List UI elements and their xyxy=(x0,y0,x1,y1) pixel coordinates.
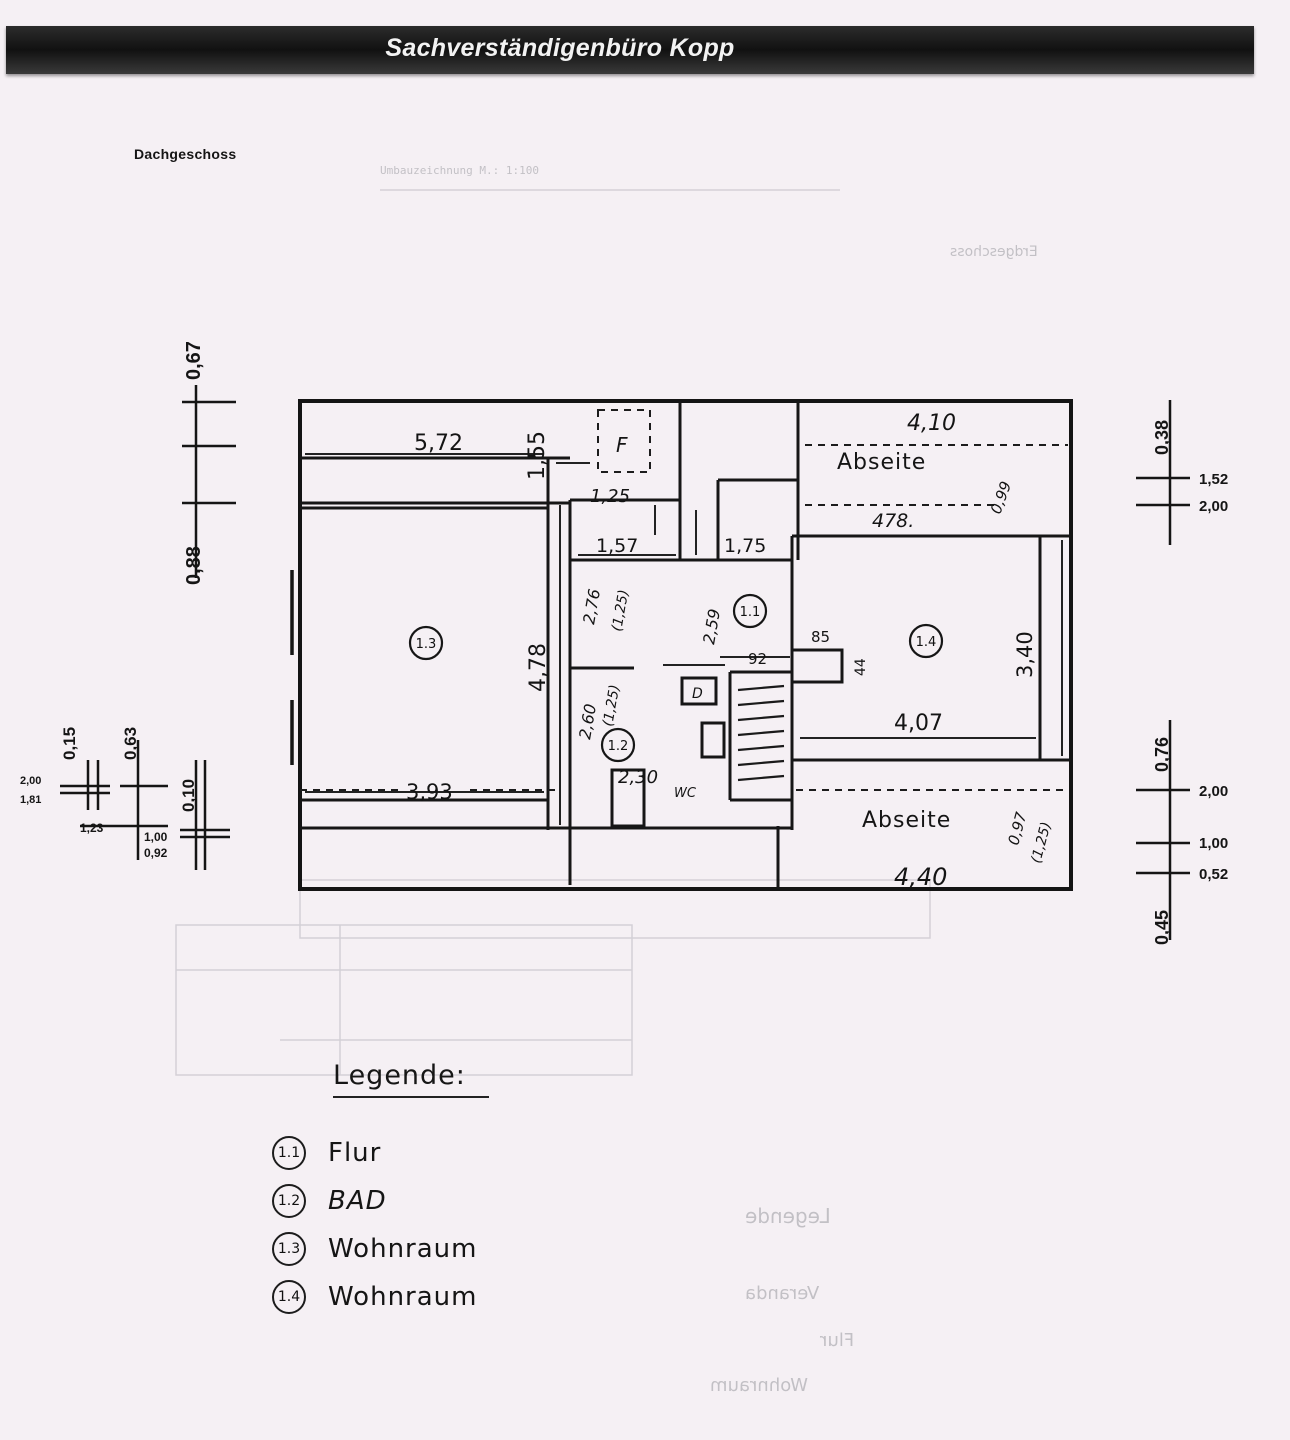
legend-number: 1.2 xyxy=(272,1184,306,1218)
room-number-1-1: 1.1 xyxy=(740,605,761,620)
dim-478b: 478. xyxy=(872,510,914,532)
room-number-1-4: 1.4 xyxy=(916,635,937,650)
room-circles xyxy=(408,593,944,763)
dim-175: 1,75 xyxy=(724,535,766,557)
scale-092: 0,92 xyxy=(144,846,168,860)
scale-076: 0,76 xyxy=(1152,737,1172,772)
scale-038: 0,38 xyxy=(1152,420,1172,455)
header-bar: Sachverständigenbüro Kopp xyxy=(6,26,1254,74)
d-label: D xyxy=(692,686,703,702)
wc-label: WC xyxy=(674,786,697,801)
scale-067: 0,67 xyxy=(183,341,205,380)
dim-230: 2,30 xyxy=(618,767,658,788)
room-number-1-3: 1.3 xyxy=(416,637,437,652)
dim-572: 5,72 xyxy=(414,431,463,456)
legend-label: Wohnraum xyxy=(328,1282,478,1312)
scale-152: 1,52 xyxy=(1199,471,1228,488)
scale-100: 1,00 xyxy=(144,830,168,844)
dim-85: 85 xyxy=(811,628,830,646)
ghost-text: Umbauzeichnung M.: 1:100 xyxy=(380,164,539,177)
stairs xyxy=(737,684,785,782)
dim-340: 3,40 xyxy=(1013,631,1037,678)
scale-200: 2,00 xyxy=(20,775,41,787)
dim-155: 1,55 xyxy=(525,431,550,480)
f-label: F xyxy=(616,433,628,457)
dim-276: 2,76 xyxy=(579,587,604,625)
legend-item: 1.1 Flur xyxy=(272,1133,381,1173)
scale-088: 0,88 xyxy=(183,546,205,585)
dim-410: 4,10 xyxy=(907,411,956,436)
scale-015: 0,15 xyxy=(60,727,79,760)
legend-number: 1.3 xyxy=(272,1232,306,1266)
legend-label: Flur xyxy=(328,1138,382,1168)
dim-259: 2,59 xyxy=(699,607,724,645)
dim-097: 0,97 xyxy=(1004,810,1030,847)
legend-underline xyxy=(333,1096,489,1098)
header-title: Sachverständigenbüro Kopp xyxy=(385,34,735,62)
legend-label: Wohnraum xyxy=(328,1234,478,1264)
dimension-lines xyxy=(305,453,1063,825)
dim-099: 0,99 xyxy=(987,479,1015,517)
scale-045: 0,45 xyxy=(1152,910,1172,945)
scale-063: 0,63 xyxy=(121,727,140,760)
scale-200a: 2,00 xyxy=(1199,498,1228,515)
legend-item: 1.2 BAD xyxy=(272,1181,387,1221)
dim-44: 44 xyxy=(853,658,869,676)
dim-157: 1,57 xyxy=(596,535,638,557)
legend-item: 1.4 Wohnraum xyxy=(272,1277,477,1317)
dim-125d: (1,25) xyxy=(1028,820,1054,865)
legend-item: 1.3 Wohnraum xyxy=(272,1229,477,1269)
left-scale xyxy=(60,385,236,870)
right-scale xyxy=(1136,400,1190,940)
scale-181: 1,81 xyxy=(20,794,41,806)
dim-440: 4,40 xyxy=(894,863,947,891)
dim-260: 2,60 xyxy=(575,702,600,740)
abseite-top-label: Abseite xyxy=(837,450,926,475)
scale-200b: 2,00 xyxy=(1199,783,1228,800)
dashed-lines xyxy=(300,409,1068,791)
legend-number: 1.1 xyxy=(272,1136,306,1170)
legend-title: Legende: xyxy=(333,1060,466,1091)
section-title: Dachgeschoss xyxy=(134,146,237,162)
dim-125b: (1,25) xyxy=(609,588,632,632)
room-number-1-2: 1.2 xyxy=(608,739,629,754)
dim-125a: 1,25 xyxy=(590,486,630,507)
scale-123: 1,23 xyxy=(80,821,104,835)
dim-407: 4,07 xyxy=(894,711,943,736)
dim-92: 92 xyxy=(748,650,767,668)
dim-478: 4,78 xyxy=(526,643,551,692)
interior-walls xyxy=(300,401,1071,889)
scale-100r: 1,00 xyxy=(1199,835,1228,852)
scale-052: 0,52 xyxy=(1199,866,1228,883)
legend-number: 1.4 xyxy=(272,1280,306,1314)
window-marks xyxy=(290,570,1073,765)
ghost-lines xyxy=(175,189,931,1076)
dim-393: 3,93 xyxy=(406,780,453,804)
dim-125c: (1,25) xyxy=(600,683,623,727)
legend-label: BAD xyxy=(328,1186,387,1216)
scale-010: 0,10 xyxy=(179,779,198,812)
abseite-bottom-label: Abseite xyxy=(862,808,951,833)
